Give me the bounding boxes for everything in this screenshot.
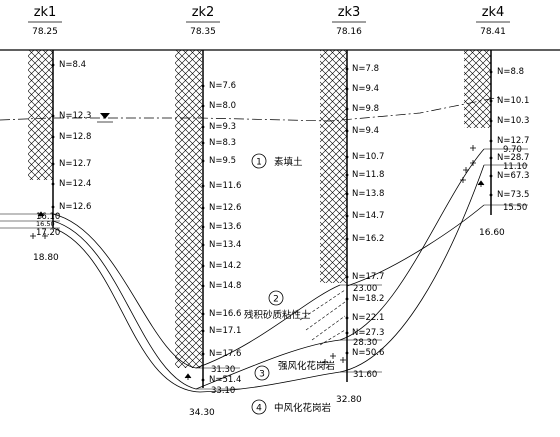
n-value: N=9.8 [352,104,379,114]
n-value: N=10.3 [497,116,529,126]
borehole-name: zk2 [192,5,215,20]
layer-number: 2 [273,295,279,305]
n-value: N=8.0 [209,101,236,111]
n-value: N=7.6 [209,81,236,91]
water-table-marker [100,113,110,119]
layer-depth: 17.20 [36,228,60,238]
boundary-upper-zk4 [346,204,485,287]
n-value: N=12.6 [59,202,91,212]
borehole-elevation: 78.25 [32,27,58,37]
layer-depth: 16.50 [36,220,55,228]
fill-hatch [464,50,491,128]
n-value: N=17.7 [352,272,384,282]
borehole-bottom: 18.80 [33,253,59,263]
layer-name: 中风化花岗岩 [274,402,331,414]
layer-label-3: 3 强风化花岗岩 [254,360,335,381]
layer-depth: 15.50 [503,203,527,213]
layer-number: 3 [259,370,265,380]
granite-symbols [30,145,485,380]
n-value: N=7.8 [352,64,379,74]
layer-depth: 23.00 [353,284,377,294]
n-value: N=16.6 [209,309,241,319]
layer-depth: 31.60 [353,370,377,380]
layer-number: 1 [256,158,262,168]
boundary-residual-weathered [52,148,485,390]
borehole-bottom: 16.60 [479,228,505,238]
layer-name: 素填土 [274,156,303,168]
borehole-name: zk3 [338,5,361,20]
n-value: N=9.3 [209,122,236,132]
layer-label-2: 2 残积砂质粘性土 [244,290,311,321]
n-value: N=12.6 [209,203,241,213]
n-value: N=12.4 [59,179,91,189]
n-value: N=9.4 [352,126,379,136]
layer-depth: 31.30 [211,365,235,375]
n-value: N=16.2 [352,234,384,244]
layer-name: 强风化花岗岩 [278,360,335,372]
n-value: N=12.7 [497,136,529,146]
n-value: N=12.8 [59,132,91,142]
n-value: N=14.8 [209,281,241,291]
n-value: N=12.3 [59,111,91,121]
n-value: N=18.2 [352,294,384,304]
n-value: N=14.2 [209,261,241,271]
boundary-fill-residual [52,213,341,369]
borehole-elevation: 78.16 [336,27,362,37]
layer-depth: 9.70 [503,145,522,155]
fill-hatch [28,50,53,180]
borehole-bottom: 34.30 [189,408,215,418]
n-value: N=51.4 [209,375,241,385]
n-value: N=73.5 [497,190,529,200]
n-value: N=17.1 [209,326,241,336]
borehole-elevation: 78.41 [480,27,506,37]
n-value: N=8.8 [497,67,524,77]
borehole-name: zk4 [482,5,505,20]
n-value: N=11.6 [209,181,241,191]
n-value: N=10.1 [497,96,529,106]
n-value: N=12.7 [59,159,91,169]
n-value: N=17.6 [209,349,241,359]
borehole-bottom: 32.80 [336,395,362,405]
fill-hatch [320,50,347,283]
n-value: N=11.8 [352,170,384,180]
n-value: N=28.7 [497,153,529,163]
layer-label-1: 1 素填土 [251,153,303,169]
n-value: N=8.4 [59,60,86,70]
n-value: N=9.5 [209,156,236,166]
layer-depth: 11.10 [503,162,527,172]
borehole-elevation: 78.35 [190,27,216,37]
residual-soil-dashes [299,289,346,346]
n-value: N=10.7 [352,152,384,162]
n-value: N=13.4 [209,240,241,250]
n-value: N=67.3 [497,171,529,181]
n-value: N=22.1 [352,313,384,323]
fill-hatch [175,50,202,368]
borehole-zk1: zk1 78.25 N=8.4 N=12.3 N=12.8 N=12.7 N=1… [0,5,91,263]
n-value: N=14.7 [352,211,384,221]
n-value: N=13.6 [209,222,241,232]
n-value: N=8.3 [209,138,236,148]
layer-name: 残积砂质粘性土 [244,309,311,321]
layer-depth: 16.10 [36,212,60,222]
layer-depth: 28.30 [353,338,377,348]
n-value: N=9.4 [352,84,379,94]
borehole-zk3: zk3 78.16 N=7.8 N=9.4 N=9.8 N=9.4 N=10.7… [320,5,384,405]
layer-label-4: 4 中风化花岗岩 [251,399,331,415]
layer-number: 4 [256,404,262,414]
n-value: N=27.3 [352,328,384,338]
borehole-name: zk1 [34,5,57,20]
borehole-zk4: zk4 78.41 N=8.8 N=10.1 N=10.3 N=12.7 N=2… [464,5,529,238]
borehole-zk2: zk2 78.35 N=7.6 N=8.0 N=9.3 N=8.3 N=9.5 … [175,5,241,418]
boundary-weathered-moderate [52,164,485,393]
n-value: N=13.8 [352,189,384,199]
n-value: N=50.6 [352,348,384,358]
